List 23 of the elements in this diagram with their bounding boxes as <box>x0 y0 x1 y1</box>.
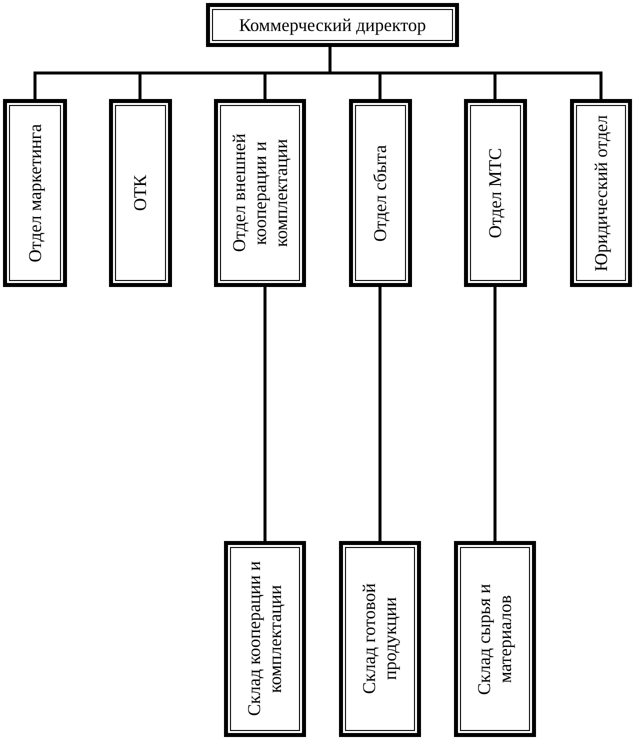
box-label: Отдел внешней кооперации и комплектации <box>228 132 292 254</box>
org-chart-box <box>3 99 67 287</box>
org-chart-box <box>214 99 306 287</box>
box-label: Склад кооперации и комплектации <box>244 560 286 718</box>
box-label: Склад готовой продукции <box>359 582 401 696</box>
box-label: Отдел маркетинга <box>24 124 46 262</box>
box-label: Отдел сбыта <box>370 144 391 242</box>
connector-line <box>264 287 266 541</box>
org-chart-box <box>224 541 306 737</box>
box-label: Коммерческий директор <box>239 14 426 36</box>
box-label: ОТК <box>130 175 151 211</box>
org-chart-box <box>454 541 536 737</box>
connector-line <box>494 287 496 541</box>
connector-line <box>378 287 382 541</box>
org-chart-box <box>570 99 632 287</box>
org-chart-box <box>109 99 172 287</box>
box-label: Отдел МТС <box>485 148 506 238</box>
box-label: Юридический отдел <box>590 114 612 272</box>
box-label: Склад сырья и материалов <box>474 582 516 697</box>
org-chart-box <box>339 541 421 737</box>
org-chart-box <box>206 3 459 47</box>
org-chart-box <box>349 99 412 287</box>
org-chart-box <box>464 99 527 287</box>
